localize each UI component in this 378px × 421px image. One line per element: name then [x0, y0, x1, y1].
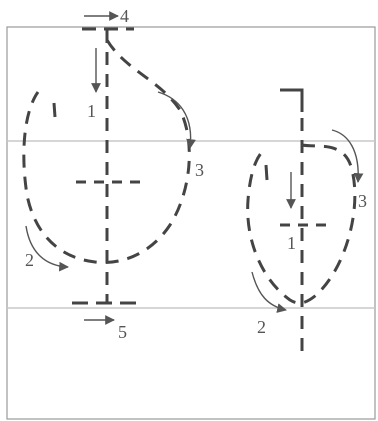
- right-teardrop-figure: 1 3 2: [246, 88, 367, 356]
- right-small-mark: [264, 164, 269, 181]
- arrow-3-left: [157, 91, 196, 149]
- label-1-left: 1: [87, 101, 96, 121]
- diagram-frame: [6, 26, 376, 420]
- label-3-left: 3: [195, 160, 204, 180]
- arrow-3-right: [331, 129, 364, 183]
- arrow-2-right: [251, 271, 287, 313]
- arrow-2-left: [25, 225, 69, 272]
- right-top-bracket: [280, 88, 304, 112]
- label-1-right: 1: [287, 233, 296, 253]
- left-teardrop-outline: [22, 39, 191, 265]
- left-small-mark: [52, 102, 57, 118]
- label-2-left: 2: [25, 250, 34, 270]
- label-2-right: 2: [257, 317, 266, 337]
- label-3-right: 3: [358, 191, 367, 211]
- label-4: 4: [120, 6, 129, 26]
- left-teardrop-figure: 4 1 3 2 5: [22, 6, 204, 342]
- label-5: 5: [118, 322, 127, 342]
- right-teardrop-outline: [246, 143, 357, 305]
